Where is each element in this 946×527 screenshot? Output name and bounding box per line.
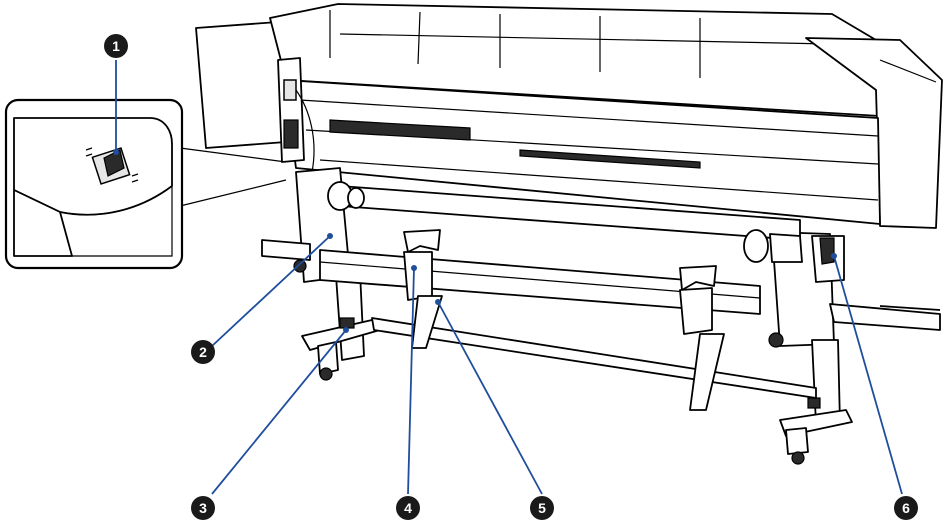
callout-1-label: 1 (112, 38, 120, 54)
callout-5-label: 5 (538, 500, 546, 516)
callout-5: 5 (530, 496, 554, 520)
callout-4: 4 (396, 496, 420, 520)
callout-3-label: 3 (199, 500, 207, 516)
switch-inset (4, 98, 287, 270)
leader-3 (211, 329, 347, 495)
leader-5-dot (435, 299, 441, 305)
callout-6: 6 (894, 496, 918, 520)
callout-2-label: 2 (199, 344, 207, 360)
callout-1: 1 (104, 34, 128, 58)
callout-2: 2 (191, 340, 215, 364)
leader-4 (407, 267, 415, 495)
leader-lines (113, 60, 903, 495)
leader-4-dot (411, 265, 417, 271)
leader-2 (211, 235, 331, 347)
callout-3: 3 (191, 496, 215, 520)
take-up-stand (261, 167, 941, 465)
leader-2-dot (327, 233, 333, 239)
leader-3-dot (343, 327, 349, 333)
callout-badges: 1 2 3 4 5 6 (104, 34, 918, 520)
leader-6-dot (831, 253, 837, 259)
printer-body (195, 3, 943, 229)
leader-1-dot (113, 149, 119, 155)
leader-5 (437, 301, 543, 495)
callout-4-label: 4 (404, 500, 412, 516)
callout-6-label: 6 (902, 500, 910, 516)
leader-6 (833, 255, 903, 495)
